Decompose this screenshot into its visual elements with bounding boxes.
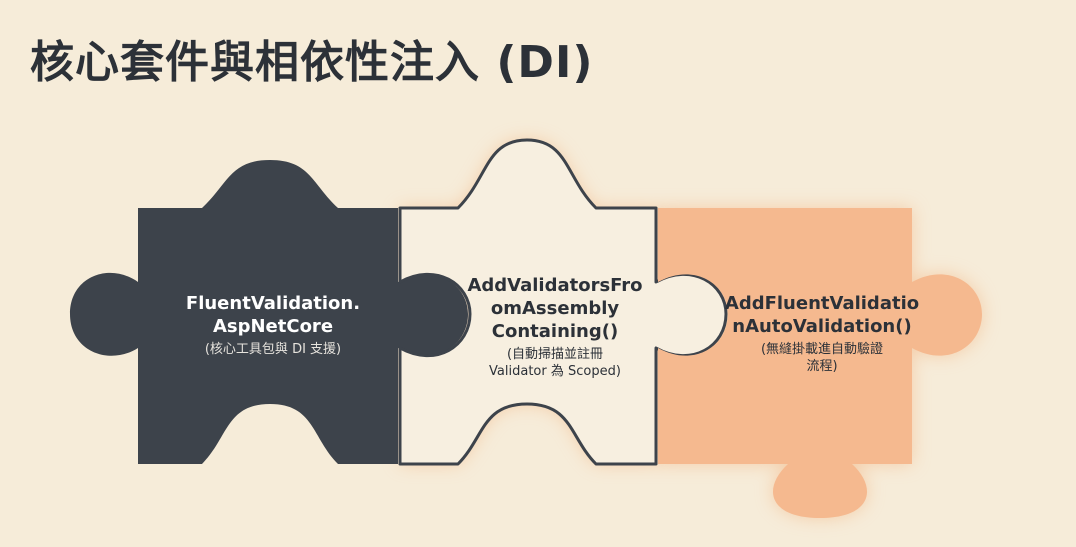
puzzle-piece-add-validators: [398, 138, 728, 466]
piece-description: (自動掃描並註冊 Validator 為 Scoped): [489, 347, 621, 379]
piece-name: AddFluentValidatio nAutoValidation(): [724, 293, 920, 337]
piece-label-fluentvalidation: FluentValidation. AspNetCore (核心工具包與 DI …: [160, 292, 386, 358]
puzzle-piece-fluentvalidation-aspnetcore: [70, 160, 468, 464]
piece-name: AddValidatorsFro omAssembly Containing(): [467, 275, 643, 342]
piece-label-add-validators: AddValidatorsFro omAssembly Containing()…: [452, 274, 658, 380]
piece-description: (核心工具包與 DI 支援): [204, 342, 342, 357]
puzzle-piece-add-fluent-autovalidation: [658, 208, 982, 518]
page-title: 核心套件與相依性注入 (DI): [30, 37, 594, 88]
piece-label-add-fluent-autovalidation: AddFluentValidatio nAutoValidation() (無縫…: [712, 292, 932, 375]
piece-name: FluentValidation. AspNetCore: [185, 293, 361, 337]
piece-description: (無縫掛載進自動驗證 流程): [760, 342, 884, 374]
